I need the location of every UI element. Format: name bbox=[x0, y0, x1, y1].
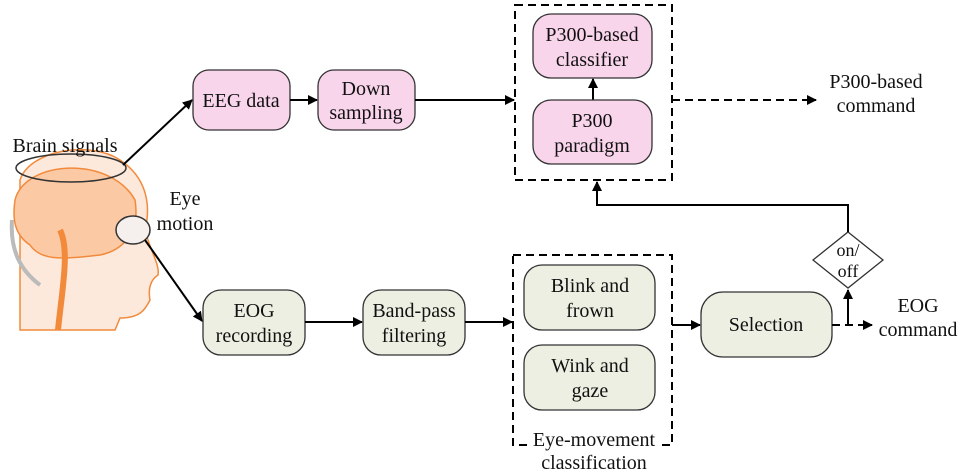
brain-region-ellipse bbox=[15, 153, 127, 183]
eye-motion-label-1: Eye bbox=[169, 188, 200, 210]
p300-classifier-label-2: classifier bbox=[556, 49, 629, 71]
feedback-arrow bbox=[592, 181, 849, 232]
eye-motion-label-2: motion bbox=[157, 213, 214, 235]
p300-classifier-label-1: P300-based bbox=[545, 24, 638, 46]
blink-frown-box bbox=[523, 264, 656, 331]
wink-gaze-label-1: Wink and bbox=[551, 355, 629, 377]
band-pass-label-1: Band-pass bbox=[372, 300, 456, 322]
on-off-label-1: on/ bbox=[836, 240, 859, 260]
p300-paradigm-label-2: paradigm bbox=[554, 135, 630, 157]
eye-region-ellipse bbox=[115, 215, 151, 245]
wink-gaze-label-2: gaze bbox=[572, 380, 609, 402]
p300-command-label-1: P300-based bbox=[829, 71, 922, 93]
brain-signals-label: Brain signals bbox=[13, 135, 118, 157]
down-sampling-label-2: sampling bbox=[329, 102, 402, 124]
eye-movement-label-2: classification bbox=[541, 452, 647, 474]
blink-frown-label-2: frown bbox=[566, 300, 614, 322]
eeg-data-label: EEG data bbox=[202, 90, 279, 112]
p300-paradigm-box bbox=[532, 99, 653, 165]
blink-frown-label-1: Blink and bbox=[551, 275, 629, 297]
head-illustration bbox=[9, 148, 159, 331]
eog-recording-label-1: EOG bbox=[233, 300, 274, 322]
selection-label: Selection bbox=[729, 314, 803, 336]
on-off-label-2: off bbox=[838, 261, 859, 281]
p300-group-box bbox=[514, 4, 673, 181]
band-pass-label-2: filtering bbox=[382, 325, 446, 347]
eog-recording-label-2: recording bbox=[216, 325, 293, 347]
wink-gaze-box bbox=[523, 344, 656, 411]
eog-command-label-1: EOG bbox=[897, 295, 938, 317]
down-sampling-label-1: Down bbox=[342, 78, 391, 100]
p300-paradigm-label-1: P300 bbox=[571, 110, 612, 132]
eye-movement-label-1: Eye-movement bbox=[533, 429, 656, 451]
p300-command-label-2: command bbox=[837, 95, 916, 117]
eog-command-label-2: command bbox=[879, 319, 958, 341]
eye-movement-group-box bbox=[512, 254, 673, 446]
on-off-switch-diamond bbox=[811, 231, 885, 289]
